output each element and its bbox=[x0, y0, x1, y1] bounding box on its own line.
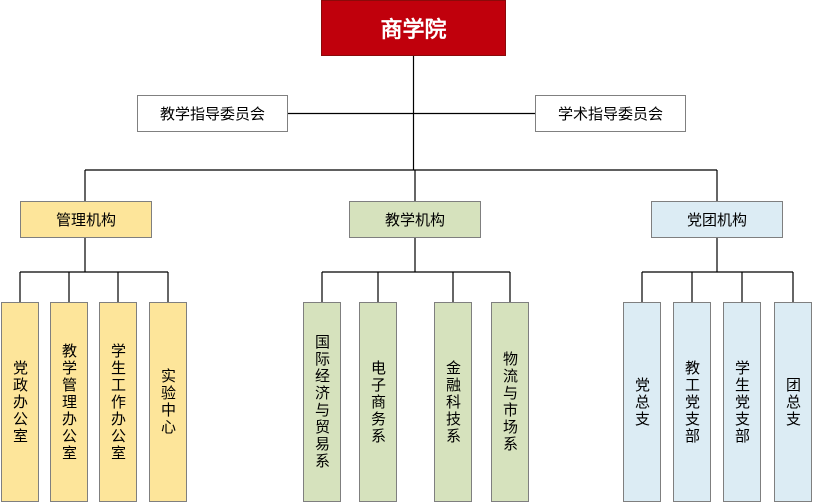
leaf-node: 金融科技系 bbox=[434, 302, 472, 502]
leaf-node: 学生工作办公室 bbox=[99, 302, 137, 502]
teaching-committee-node: 教学指导委员会 bbox=[137, 95, 288, 132]
leaf-node: 国际经济与贸易系 bbox=[303, 302, 341, 502]
teaching-dept-node: 教学机构 bbox=[349, 201, 481, 238]
leaf-node: 团总支 bbox=[774, 302, 812, 502]
management-dept-node: 管理机构 bbox=[20, 201, 152, 238]
academic-committee-node: 学术指导委员会 bbox=[535, 95, 686, 132]
root-node: 商学院 bbox=[321, 0, 506, 56]
leaf-node: 学生党支部 bbox=[723, 302, 761, 502]
leaf-node: 党政办公室 bbox=[1, 302, 39, 502]
leaf-node: 教工党支部 bbox=[673, 302, 711, 502]
leaf-node: 实验中心 bbox=[149, 302, 187, 502]
leaf-node: 党总支 bbox=[623, 302, 661, 502]
party-dept-node: 党团机构 bbox=[651, 201, 783, 238]
leaf-node: 电子商务系 bbox=[359, 302, 397, 502]
leaf-node: 教学管理办公室 bbox=[50, 302, 88, 502]
leaf-node: 物流与市场系 bbox=[491, 302, 529, 502]
